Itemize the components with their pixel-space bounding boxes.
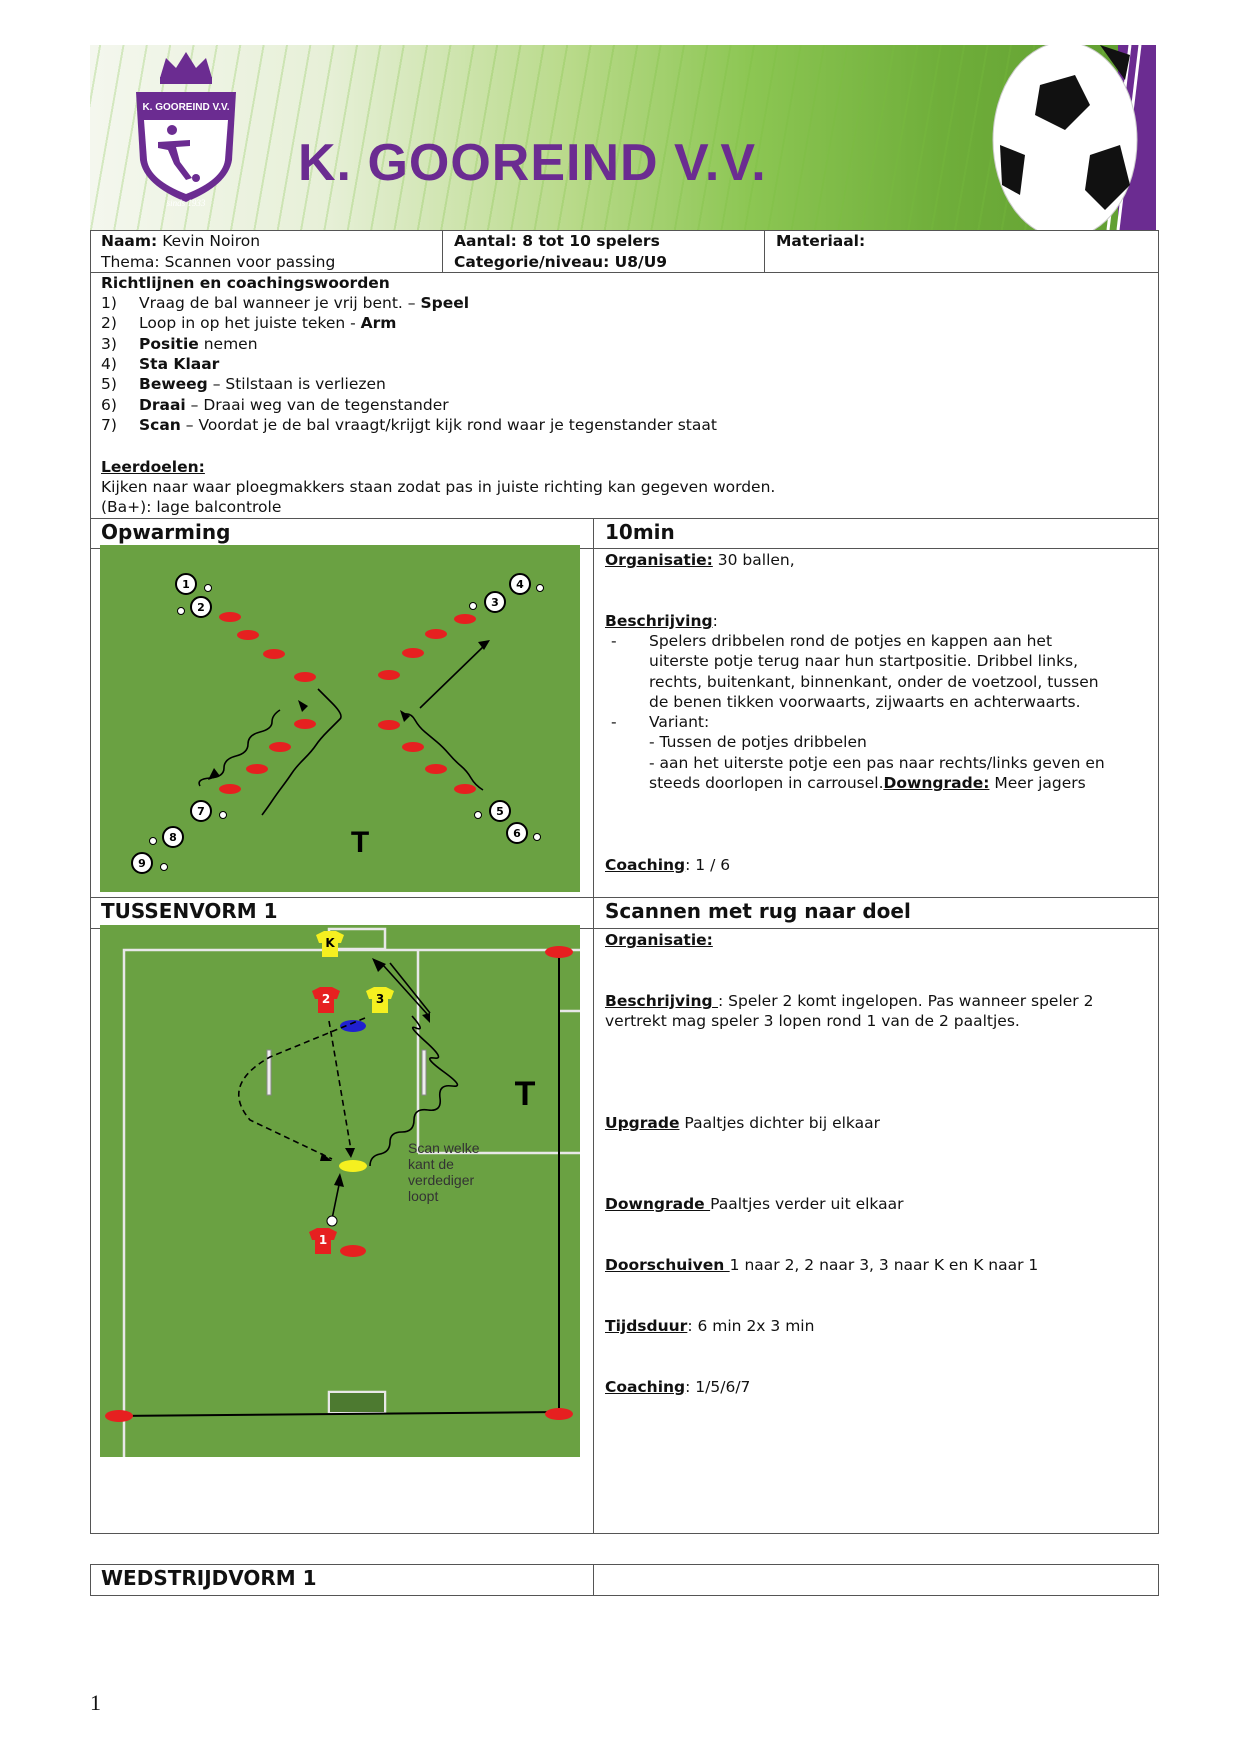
- svg-text:K. GOOREIND V.V.: K. GOOREIND V.V.: [142, 102, 229, 113]
- tussenvorm-subtitle: Scannen met rug naar doel: [605, 899, 911, 923]
- trainer-marker: T: [351, 826, 369, 859]
- club-banner: K. GOOREIND V.V. sinds 1933 K. GOOREIND …: [90, 45, 1156, 230]
- player-shirt: [316, 931, 344, 957]
- ball-icon: [474, 811, 482, 819]
- ball-icon: [149, 837, 157, 845]
- ball-icon: [219, 811, 227, 819]
- ball-icon: [533, 833, 541, 841]
- player-circle: [131, 852, 153, 874]
- svg-text:verdediger: verdediger: [408, 1172, 474, 1188]
- ball-icon: [469, 602, 477, 610]
- categorie-field: Categorie/niveau: U8/U9: [454, 253, 668, 271]
- player-circle: [484, 591, 506, 613]
- guidelines-title: Richtlijnen en coachingswoorden: [101, 274, 390, 292]
- svg-text:kant de: kant de: [408, 1156, 454, 1172]
- guideline-item: 5)Beweeg – Stilstaan is verliezen: [101, 375, 386, 394]
- player-shirt: [312, 987, 340, 1013]
- ball-icon: [160, 863, 168, 871]
- player-circle: [506, 822, 528, 844]
- guideline-item: 2)Loop in op het juiste teken - Arm: [101, 314, 397, 333]
- page-number: 1: [90, 1690, 101, 1715]
- svg-text:sinds 1933: sinds 1933: [167, 198, 206, 208]
- guideline-item: 1)Vraag de bal wanneer je vrij bent. – S…: [101, 294, 470, 312]
- club-logo: K. GOOREIND V.V. sinds 1933: [136, 52, 236, 208]
- tussenvorm-title: TUSSENVORM 1: [101, 899, 278, 923]
- player-shirt: [366, 987, 394, 1013]
- player-circle: [190, 596, 212, 618]
- player-circle: [489, 800, 511, 822]
- ball-icon: [177, 607, 185, 615]
- shirt-number: 1: [319, 1233, 327, 1247]
- player-shirts: K 2 3 1: [309, 931, 394, 1254]
- tussenvorm-body: [90, 928, 1159, 1534]
- wedstrijdvorm-title: WEDSTRIJDVORM 1: [101, 1566, 317, 1590]
- leerdoelen-line: (Ba+): lage balcontrole: [101, 498, 282, 516]
- warmup-duration: 10min: [605, 520, 675, 544]
- player-number: 1: [182, 578, 190, 591]
- player-number: 7: [197, 805, 205, 818]
- guideline-item: 4)Sta Klaar: [101, 354, 220, 373]
- player-number: 2: [197, 601, 205, 614]
- shirt-number: 3: [376, 992, 384, 1006]
- ball-icon: [204, 584, 212, 592]
- svg-text:loopt: loopt: [408, 1188, 438, 1204]
- svg-text:Scan welke: Scan welke: [408, 1140, 480, 1156]
- shirt-number: 2: [322, 992, 330, 1006]
- club-title: K. GOOREIND V.V.: [298, 134, 767, 192]
- guideline-item: 6)Draai – Draai weg van de tegenstander: [101, 395, 449, 414]
- ball-icon: [536, 584, 544, 592]
- guideline-item: 7)Scan – Voordat je de bal vraagt/krijgt…: [101, 415, 717, 434]
- wedstrijdvorm-header: [90, 1564, 1159, 1596]
- player-number: 4: [516, 578, 524, 591]
- player-circle: [175, 573, 197, 595]
- aantal-field: Aantal: 8 tot 10 spelers: [454, 232, 660, 250]
- materiaal-field: Materiaal:: [776, 232, 866, 250]
- leerdoelen-label: Leerdoelen:: [101, 458, 205, 476]
- leerdoelen-line: Kijken naar waar ploegmakkers staan zoda…: [101, 478, 776, 496]
- warmup-title: Opwarming: [101, 520, 231, 544]
- player-number: 3: [491, 596, 499, 609]
- guideline-item: 3)Positie nemen: [101, 334, 258, 353]
- player-circle: [190, 800, 212, 822]
- football-image: [992, 45, 1156, 230]
- trainer-marker: T: [515, 1075, 536, 1113]
- naam-field: Naam: Kevin Noiron: [101, 232, 261, 250]
- cones: [219, 612, 476, 794]
- player-number: 5: [496, 805, 504, 818]
- player-circle: [162, 826, 184, 848]
- player-number: 9: [138, 857, 146, 870]
- shirt-number: K: [325, 936, 335, 950]
- player-number: 8: [169, 831, 177, 844]
- player-shirt: [309, 1228, 337, 1254]
- thema-field: Thema: Scannen voor passing: [101, 253, 336, 271]
- player-circle: [509, 573, 531, 595]
- player-number: 6: [513, 827, 521, 840]
